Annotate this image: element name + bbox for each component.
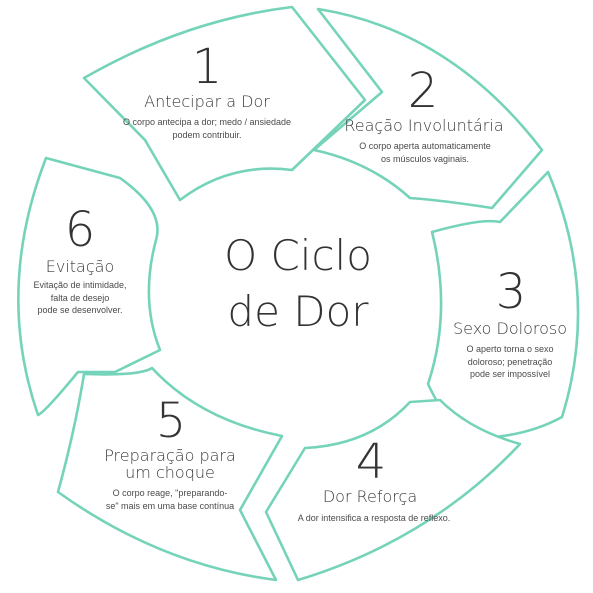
segment-1-desc-line-2: podem contribuir. (172, 129, 242, 140)
segment-2-title-line-1: Reação Involuntária (344, 116, 504, 135)
center-title-line-2: de Dor (227, 287, 369, 336)
segment-1-number: 1 (191, 39, 223, 95)
segment-3-number: 3 (495, 264, 527, 320)
segment-4-desc-line-1: A dor intensifica a resposta de reflexo. (297, 513, 451, 523)
segment-3-desc-line-3: pode ser impossível (469, 369, 551, 379)
segment-6-desc-line-2: falta de desejo (50, 292, 110, 303)
segment-2-number: 2 (407, 63, 439, 119)
segment-2-title: Reação Involuntária (334, 117, 514, 134)
segment-4-number: 4 (355, 434, 387, 490)
center-title-line-1: O Ciclo (224, 231, 372, 280)
segment-1-title: Antecipar a Dor (122, 93, 292, 110)
segment-2-desc-line-1: O corpo aperta automaticamente (359, 141, 491, 151)
segment-2-desc-line-2: os músculos vaginais. (380, 153, 470, 164)
segment-5-shape (56, 366, 284, 582)
center-title: O Ciclo de Dor (183, 228, 413, 340)
segment-4-shape (264, 398, 522, 582)
segment-6-desc-line-3: pode se desenvolver. (37, 305, 123, 315)
segment-6-title-line-1: Evitação (45, 257, 115, 276)
segment-1-desc-line-1: O corpo antecipa a dor; medo / ansiedade (122, 117, 292, 127)
segment-5-description: O corpo reage, "preparando- se" mais em … (100, 487, 240, 512)
segment-1-description: O corpo antecipa a dor; medo / ansiedade… (102, 116, 312, 141)
segment-6-desc-line-1: Evitação de intimidade, (33, 280, 127, 290)
segment-6-shape (17, 156, 162, 417)
segment-4-title: Dor Reforça (300, 488, 440, 505)
segment-3-desc-line-2: doloroso; penetração (467, 356, 553, 367)
segment-5-title-line-2: um choque (125, 463, 215, 482)
segment-5-number: 5 (155, 393, 187, 449)
segment-5-title-line-1: Preparação para (104, 446, 236, 465)
segment-1-title-line-1: Antecipar a Dor (144, 92, 270, 111)
segment-5-title: Preparação para um choque (100, 447, 240, 481)
segment-6-description: Evitação de intimidade, falta de desejo … (22, 279, 138, 317)
segment-5-desc-line-2: se" mais em uma base contínua (105, 500, 235, 511)
segment-3-title: Sexo Doloroso (440, 320, 580, 337)
segment-6-title: Evitação (30, 258, 130, 275)
segment-4-description: A dor intensifica a resposta de reflexo. (284, 512, 464, 525)
segment-3-title-line-1: Sexo Doloroso (452, 319, 568, 338)
segment-4-title-line-1: Dor Reforça (322, 487, 418, 506)
segment-6-number: 6 (64, 202, 96, 258)
segment-5-desc-line-1: O corpo reage, "preparando- (112, 488, 228, 498)
segment-1-shape (82, 5, 367, 202)
segment-2-description: O corpo aperta automaticamente os múscul… (340, 140, 510, 165)
segment-3-description: O aperto torna o sexo doloroso; penetraç… (446, 343, 574, 381)
segment-2-shape (312, 7, 544, 210)
segment-3-desc-line-1: O aperto torna o sexo (466, 344, 554, 354)
